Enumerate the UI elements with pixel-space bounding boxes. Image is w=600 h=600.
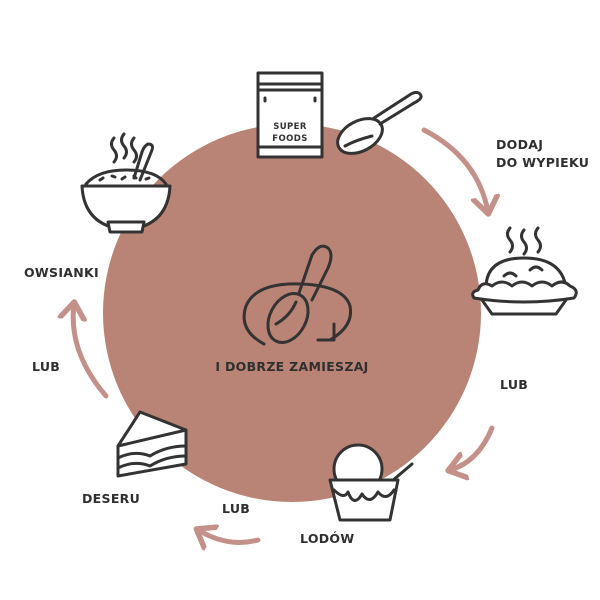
porridge-bowl-icon	[80, 132, 172, 234]
ice-cream-icon	[328, 443, 414, 522]
center-label: I DOBRZE ZAMIESZAJ	[215, 359, 369, 374]
arrow-to-bowl	[73, 304, 109, 399]
arrow-to-pie	[421, 127, 488, 212]
owsianki-label: OWSIANKI	[24, 265, 99, 280]
spoon-icon	[336, 90, 423, 155]
pack-text-line1: SUPER	[273, 122, 307, 132]
superfoods-pack-icon	[256, 71, 324, 159]
cake-slice-icon	[116, 410, 188, 478]
cycle-arrows	[73, 127, 495, 542]
arrow-to-ice-cream	[450, 425, 495, 470]
pie-icon	[471, 226, 578, 316]
lub-label-bottom: LUB	[222, 501, 251, 516]
lub-label-right: LUB	[500, 377, 529, 392]
pack-text-line2: FOODS	[272, 134, 307, 144]
lub-label-left: LUB	[32, 359, 61, 374]
dodaj-label-line2: DO WYPIEKU	[496, 155, 590, 170]
stirring-spoon-icon	[242, 244, 353, 346]
lodow-label: LODÓW	[300, 531, 355, 546]
dodaj-label-line1: DODAJ	[496, 137, 544, 152]
deseru-label: DESERU	[82, 491, 141, 506]
arrow-to-cake	[198, 530, 261, 542]
